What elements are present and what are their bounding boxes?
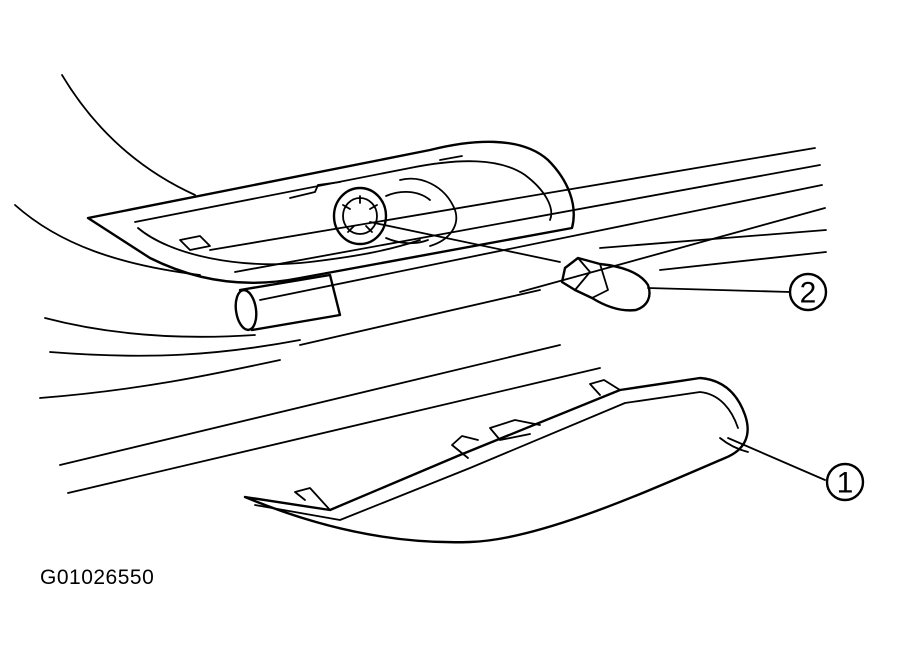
lamp-housing: [86, 140, 575, 332]
callout-leaders: [647, 287, 826, 481]
figure-code: G01026550: [40, 566, 155, 589]
callout-2-number: 2: [800, 277, 817, 310]
callout-2: 2: [788, 272, 828, 312]
vehicle-body-lines: [14, 74, 301, 399]
wedge-bulb: [369, 221, 651, 312]
callout-1: 1: [825, 462, 865, 502]
callout-1-number: 1: [837, 467, 854, 500]
running-board-rails: [59, 147, 827, 494]
lens-cover: [243, 376, 749, 544]
bulb-socket: [332, 186, 431, 246]
